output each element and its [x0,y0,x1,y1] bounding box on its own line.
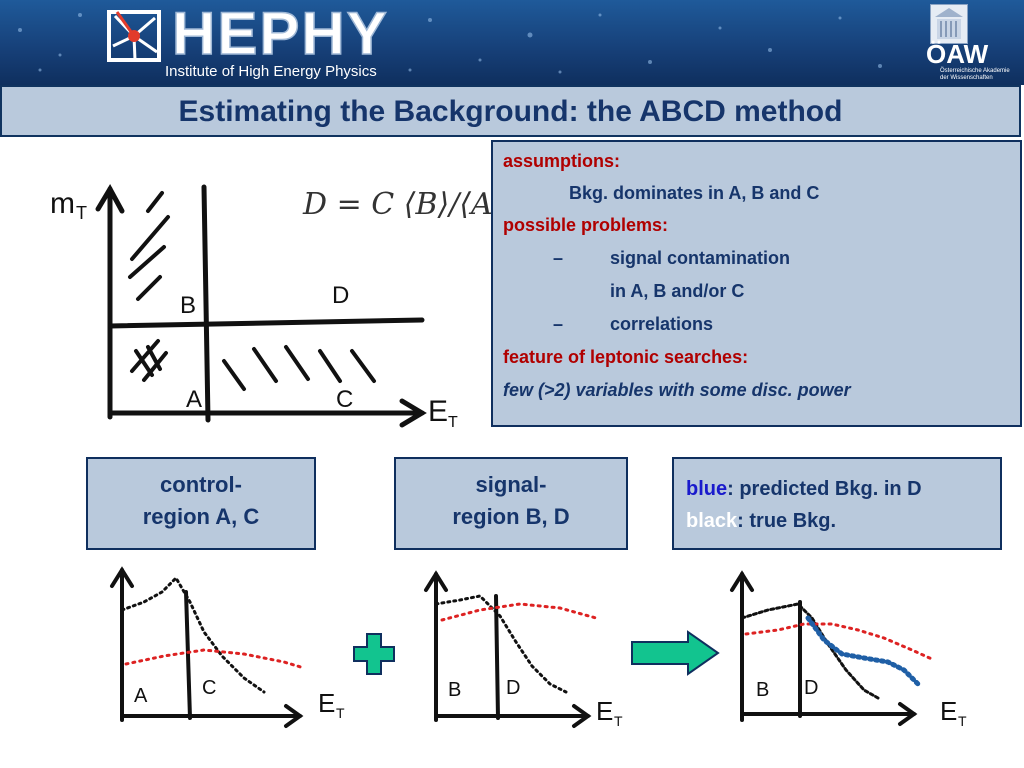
diagram-vertical-cut [201,184,211,423]
assumptions-panel: assumptions: Bkg. dominates in A, B and … [491,140,1022,427]
legend-line-black: black: true Bkg. [686,505,1000,537]
plot-region-d: D [804,677,818,699]
slide-title: Estimating the Background: the ABCD meth… [178,95,843,128]
starfield-background [18,13,882,74]
oaw-logo: ÖAW Österreichische Akademie der Wissens… [926,2,1016,82]
problem-item-1-cont: in A, B and/or C [610,281,745,301]
problems-label: possible problems: [503,215,669,235]
arrow-right-icon [631,630,720,676]
abcd-formula: D = C ⟨B⟩/⟨A⟩ [303,187,505,222]
institute-subtitle: Institute of High Energy Physics [165,63,377,80]
bullet-dash: – [553,248,564,268]
oaw-building-icon [930,4,968,44]
plot-x-sub: T [614,713,623,729]
diagram-horizontal-cut [107,317,425,329]
plot-region-b: B [448,679,461,701]
legend-blue-text: : predicted Bkg. in D [727,478,922,500]
legend-black-word: black [686,510,738,532]
plus-icon [353,633,395,675]
hephy-burst-icon [107,10,161,62]
abcd-diagram: m T E T A B C D [50,183,458,431]
region-label-c: C [336,386,353,413]
oaw-logo-subtext: Österreichische Akademie der Wissenschaf… [940,68,1010,81]
diagram-x-sub: T [448,414,458,431]
signal-region-plot: B D E T [424,570,623,729]
title-bar: Estimating the Background: the ABCD meth… [0,85,1021,137]
plot-x-sub: T [336,705,345,721]
assumption-item: Bkg. dominates in A, B and C [569,183,820,203]
plot-region-c: C [202,677,216,699]
region-label-b: B [180,292,196,319]
region-label-d: D [332,282,349,309]
signal-region-line-1: signal- [475,472,547,497]
plot-x-sub: T [958,713,967,729]
legend-box: blue: predicted Bkg. in D black: true Bk… [672,457,1002,550]
legend-blue-word: blue [686,478,728,500]
problem-item-1: signal contamination [610,248,791,268]
signal-region-line-2: region B, D [452,504,570,529]
plot-region-d: D [506,677,520,699]
plot-x-label: E [318,688,335,718]
diagram-y-sub: T [76,203,87,223]
hephy-logo-text: HEPHY [171,0,389,67]
plot-region-b: B [756,679,769,701]
plot-x-label: E [596,696,613,726]
legend-line-blue: blue: predicted Bkg. in D [686,473,1000,505]
control-region-box: control- region A, C [86,457,316,550]
plot-x-label: E [940,696,957,726]
diagram-x-label: E [428,395,448,428]
plot-region-a: A [134,685,148,707]
legend-black-text: : true Bkg. [737,510,837,532]
control-region-line-1: control- [160,472,242,497]
feature-text: few (>2) variables with some disc. power [503,380,851,400]
diagram-y-label: m [50,187,75,220]
region-label-a: A [186,386,202,413]
feature-label: feature of leptonic searches: [503,347,749,367]
prediction-plot: B D E T [730,570,967,729]
bullet-dash: – [553,314,564,334]
assumptions-label: assumptions: [503,151,621,171]
control-region-line-2: region A, C [142,504,260,529]
signal-region-box: signal- region B, D [394,457,628,550]
control-region-plot: A C E T [104,562,345,728]
problem-item-2: correlations [610,314,714,334]
oaw-logo-text: ÖAW [926,39,989,69]
header-banner: HEPHY Institute of High Energy Physics Ö… [0,0,1024,85]
